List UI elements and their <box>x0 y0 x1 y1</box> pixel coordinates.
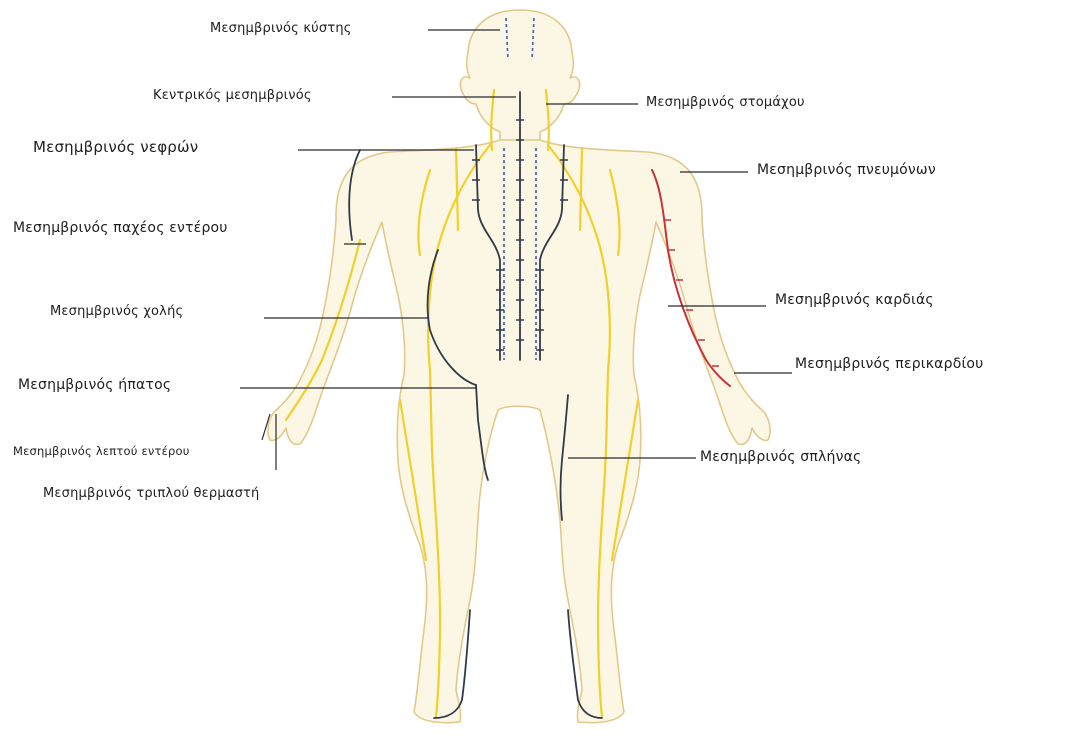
label-central-meridian: Κεντρικός μεσημβρινός <box>153 88 312 103</box>
label-liver-meridian: Μεσημβρινός ήπατος <box>18 377 171 393</box>
label-small-intestine-meridian: Μεσημβρινός λεπτού εντέρου <box>13 444 190 458</box>
label-heart-meridian: Μεσημβρινός καρδιάς <box>775 292 934 308</box>
label-lung-meridian: Μεσημβρινός πνευμόνων <box>757 162 936 178</box>
torso-arms-legs <box>268 140 770 723</box>
label-spleen-meridian: Μεσημβρινός σπλήνας <box>700 449 861 465</box>
label-gallbladder-meridian: Μεσημβρινός χολής <box>50 304 183 319</box>
label-triple-warmer-meridian: Μεσημβρινός τριπλού θερμαστή <box>43 486 260 501</box>
label-large-intestine-meridian: Μεσημβρινός παχέος εντέρου <box>13 220 228 236</box>
label-kidney-meridian: Μεσημβρινός νεφρών <box>33 138 198 156</box>
label-pericardium-meridian: Μεσημβρινός περικαρδίου <box>795 356 983 372</box>
label-stomach-meridian: Μεσημβρινός στομάχου <box>646 95 805 110</box>
label-bladder-meridian: Μεσημβρινός κύστης <box>210 21 352 36</box>
body-silhouette <box>268 10 770 723</box>
